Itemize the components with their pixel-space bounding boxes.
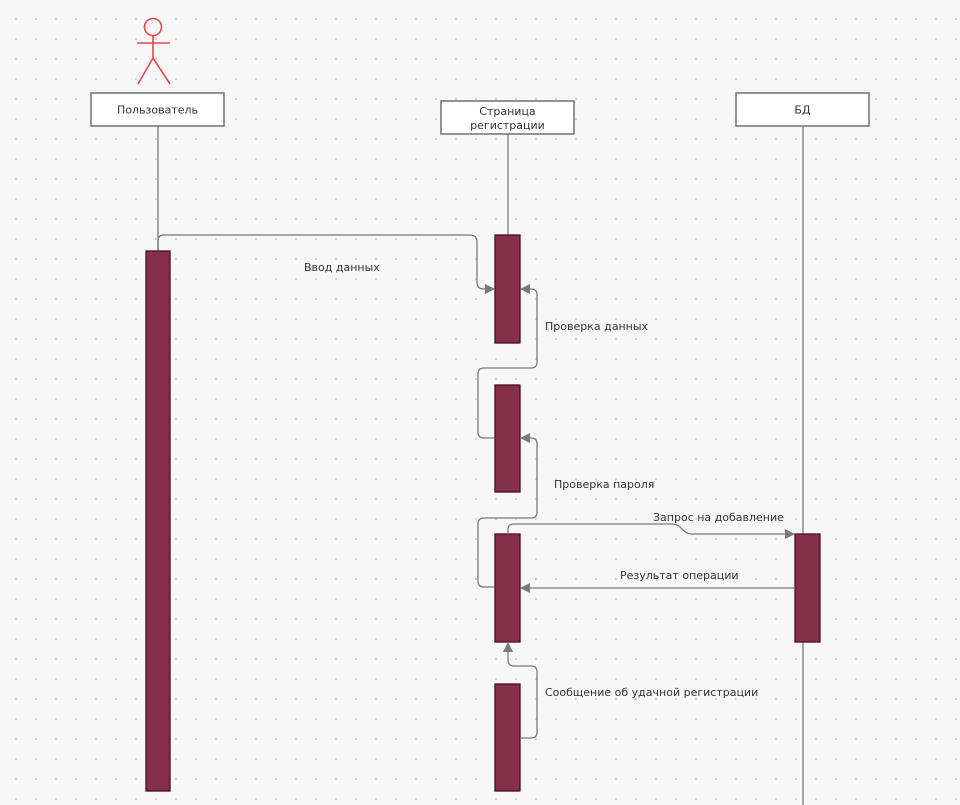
participant-page-label-line1: Страница — [479, 105, 535, 118]
participant-page-label-line2: регистрации — [470, 119, 545, 132]
activation-page-2[interactable] — [494, 384, 521, 493]
participant-user-label: Пользователь — [117, 104, 198, 117]
activation-db[interactable] — [794, 533, 821, 643]
message-add-request-label: Запрос на добавление — [653, 511, 784, 524]
participant-user[interactable]: Пользователь — [90, 92, 225, 127]
message-success-label: Сообщение об удачной регистрации — [545, 686, 758, 699]
message-operation-result-label: Результат операции — [620, 569, 739, 582]
message-check-data-label: Проверка данных — [545, 320, 649, 333]
message-check-password-label: Проверка пароля — [554, 478, 654, 491]
participant-db-label: БД — [794, 104, 811, 117]
arrow-check-data[interactable] — [477, 284, 538, 439]
arrow-check-password[interactable] — [477, 433, 538, 588]
activation-page-3[interactable] — [494, 533, 521, 643]
activation-page-4[interactable] — [494, 683, 521, 792]
arrow-add-request[interactable] — [507, 523, 795, 539]
arrow-success-message[interactable] — [503, 642, 538, 739]
participant-registration-page[interactable]: Страница регистрации — [440, 100, 575, 135]
activation-page-1[interactable] — [494, 234, 521, 344]
message-input-data-label: Ввод данных — [304, 261, 380, 274]
arrow-input-data[interactable] — [157, 234, 495, 294]
stick-figure-icon — [137, 17, 171, 85]
activation-user[interactable] — [145, 250, 171, 792]
participant-db[interactable]: БД — [735, 92, 870, 127]
